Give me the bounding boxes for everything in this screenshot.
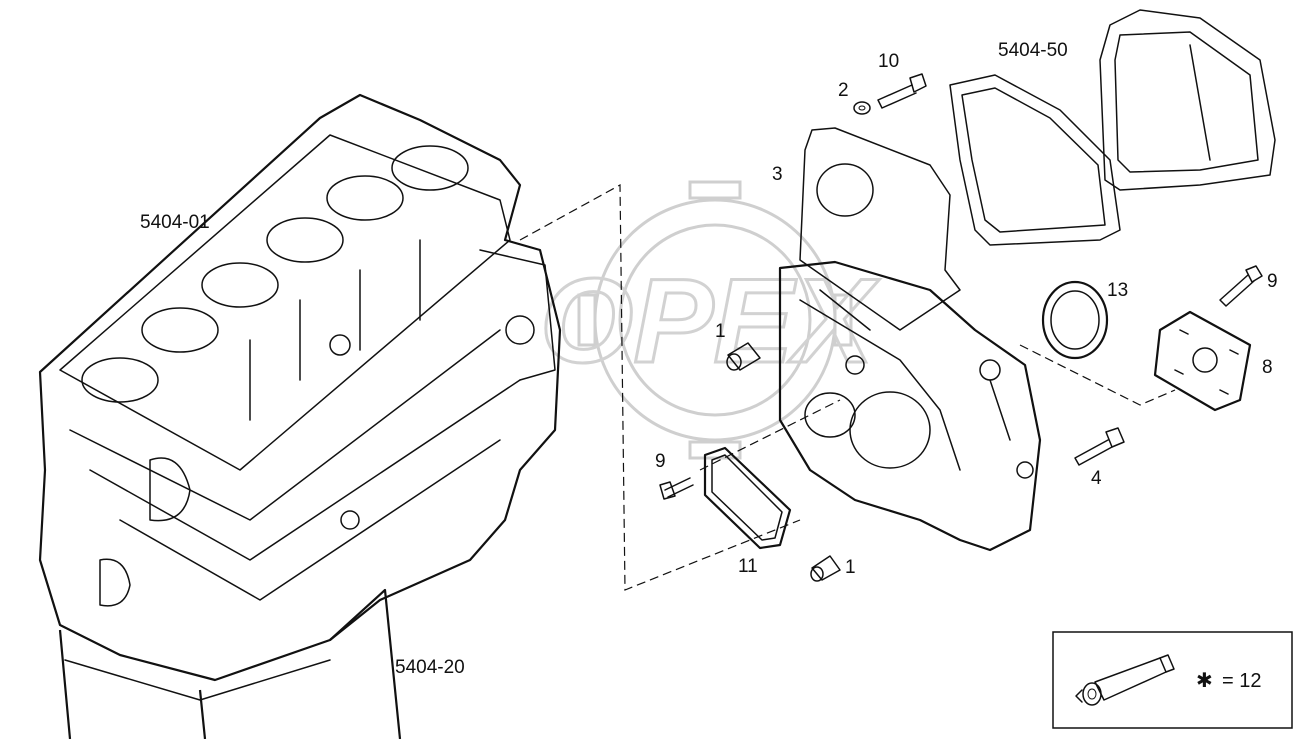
callout-8: 8 bbox=[1262, 357, 1273, 378]
callout-11: 11 bbox=[738, 556, 758, 577]
cover-plate bbox=[1099, 9, 1276, 191]
watermark-text: OPEX bbox=[540, 254, 880, 388]
cover-gasket bbox=[949, 74, 1121, 246]
callout-3: 3 bbox=[772, 164, 783, 185]
ref-label-block: 5404-01 bbox=[140, 212, 210, 233]
callout-2: 2 bbox=[838, 80, 849, 101]
oil-sump bbox=[58, 588, 402, 739]
watermark-logo: OPEX bbox=[539, 180, 882, 460]
ref-label-cover-gasket: 5404-50 bbox=[998, 40, 1068, 61]
callout-1-lower: 1 bbox=[845, 557, 856, 578]
legend-text: = 12 bbox=[1222, 670, 1261, 692]
bolt-9-upper bbox=[1219, 265, 1263, 307]
sealant-tube-icon bbox=[1075, 654, 1175, 706]
bolt-10 bbox=[877, 73, 927, 109]
bolt-9-lower bbox=[659, 477, 694, 500]
dowel-1-lower bbox=[810, 555, 841, 582]
gasket-3 bbox=[799, 127, 961, 331]
cover-plate-8 bbox=[1153, 310, 1252, 412]
ref-label-sump: 5404-20 bbox=[395, 657, 465, 678]
callout-9-lower: 9 bbox=[655, 451, 666, 472]
flywheel-housing bbox=[778, 260, 1042, 552]
bolt-4 bbox=[1074, 427, 1125, 466]
engine-block bbox=[38, 93, 562, 682]
callout-1-upper: 1 bbox=[715, 321, 726, 342]
legend-box: ✱ = 12 bbox=[1052, 631, 1293, 729]
washer-2 bbox=[853, 101, 871, 115]
legend-symbol: ✱ bbox=[1196, 670, 1213, 692]
alignment-lines bbox=[519, 183, 1176, 591]
callout-10: 10 bbox=[878, 51, 899, 72]
seal-13 bbox=[1041, 280, 1109, 360]
cover-11 bbox=[703, 446, 792, 550]
callout-4: 4 bbox=[1091, 468, 1102, 489]
callout-13: 13 bbox=[1107, 280, 1128, 301]
dowel-1-upper bbox=[726, 342, 761, 371]
callout-9-upper: 9 bbox=[1267, 271, 1278, 292]
